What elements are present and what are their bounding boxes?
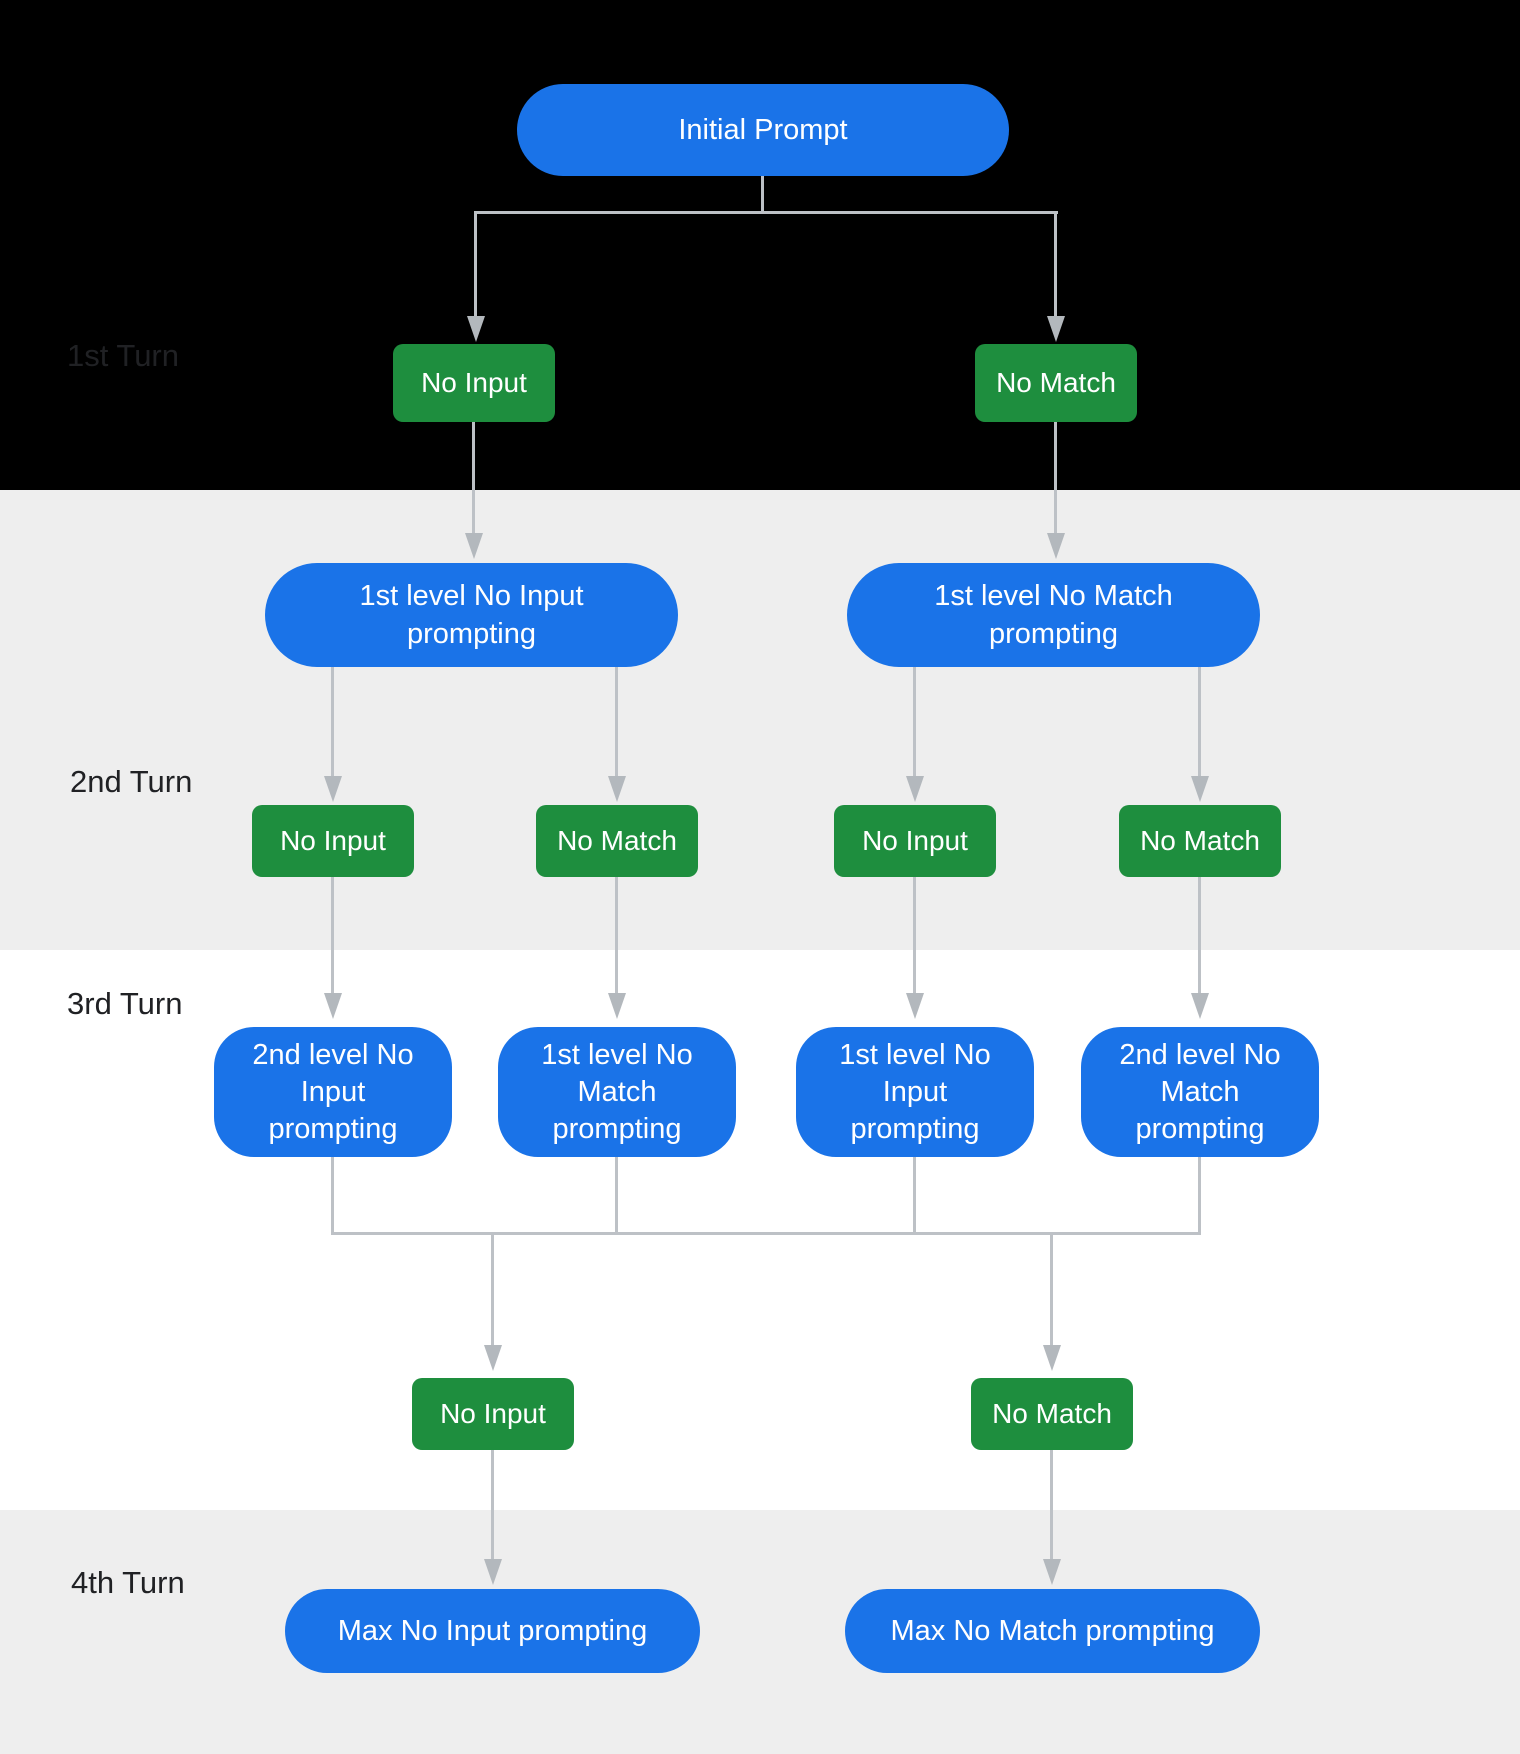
- connector-line: [491, 1232, 494, 1346]
- band-turn1: [0, 0, 1520, 490]
- arrow-down-icon: [608, 993, 626, 1019]
- node-no-match-turn2-a: No Match: [536, 805, 698, 877]
- arrow-down-icon: [906, 776, 924, 802]
- arrow-down-icon: [324, 993, 342, 1019]
- node-no-input-turn1: No Input: [393, 344, 555, 422]
- arrow-down-icon: [1043, 1345, 1061, 1371]
- connector-line: [615, 1157, 618, 1235]
- connector-line: [1054, 422, 1057, 534]
- arrow-down-icon: [484, 1559, 502, 1585]
- node-no-match-turn1: No Match: [975, 344, 1137, 422]
- band-turn2: [0, 490, 1520, 950]
- connector-line: [1050, 1450, 1053, 1560]
- node-initial-prompt: Initial Prompt: [517, 84, 1009, 176]
- connector-line: [474, 211, 477, 317]
- node-2nd-level-no-match-prompting: 2nd level No Match prompting: [1081, 1027, 1319, 1157]
- node-1st-level-no-input-prompting: 1st level No Input prompting: [265, 563, 678, 667]
- connector-line: [615, 877, 618, 994]
- label-2nd-turn: 2nd Turn: [70, 764, 193, 799]
- arrow-down-icon: [1191, 776, 1209, 802]
- node-no-input-turn2-a: No Input: [252, 805, 414, 877]
- label-4th-turn: 4th Turn: [71, 1565, 185, 1600]
- arrow-down-icon: [324, 776, 342, 802]
- node-1st-level-no-match-prompting: 1st level No Match prompting: [847, 563, 1260, 667]
- connector-line: [331, 877, 334, 994]
- node-max-no-match-prompting: Max No Match prompting: [845, 1589, 1260, 1673]
- connector-line: [615, 667, 618, 777]
- node-no-input-turn2-b: No Input: [834, 805, 996, 877]
- node-no-input-turn3: No Input: [412, 1378, 574, 1450]
- connector-line: [1054, 211, 1057, 317]
- arrow-down-icon: [467, 316, 485, 342]
- connector-line: [913, 667, 916, 777]
- connector-bus-line: [331, 1232, 1201, 1235]
- arrow-down-icon: [608, 776, 626, 802]
- connector-line: [331, 1157, 334, 1235]
- connector-line: [913, 1157, 916, 1235]
- arrow-down-icon: [1047, 533, 1065, 559]
- connector-line: [474, 211, 1058, 214]
- arrow-down-icon: [1043, 1559, 1061, 1585]
- arrow-down-icon: [1191, 993, 1209, 1019]
- band-turn4: [0, 1510, 1520, 1754]
- node-1st-level-no-match-prompting-b: 1st level No Match prompting: [498, 1027, 736, 1157]
- node-max-no-input-prompting: Max No Input prompting: [285, 1589, 700, 1673]
- node-no-match-turn3: No Match: [971, 1378, 1133, 1450]
- connector-line: [1198, 877, 1201, 994]
- label-3rd-turn: 3rd Turn: [67, 986, 183, 1021]
- label-1st-turn: 1st Turn: [67, 338, 179, 373]
- connector-line: [913, 877, 916, 994]
- arrow-down-icon: [484, 1345, 502, 1371]
- connector-line: [1050, 1232, 1053, 1346]
- node-no-match-turn2-b: No Match: [1119, 805, 1281, 877]
- arrow-down-icon: [906, 993, 924, 1019]
- arrow-down-icon: [465, 533, 483, 559]
- connector-line: [1198, 1157, 1201, 1235]
- connector-line: [472, 422, 475, 534]
- connector-line: [331, 667, 334, 777]
- connector-line: [1198, 667, 1201, 777]
- connector-line: [491, 1450, 494, 1560]
- node-2nd-level-no-input-prompting: 2nd level No Input prompting: [214, 1027, 452, 1157]
- node-1st-level-no-input-prompting-b: 1st level No Input prompting: [796, 1027, 1034, 1157]
- arrow-down-icon: [1047, 316, 1065, 342]
- connector-line: [761, 176, 764, 213]
